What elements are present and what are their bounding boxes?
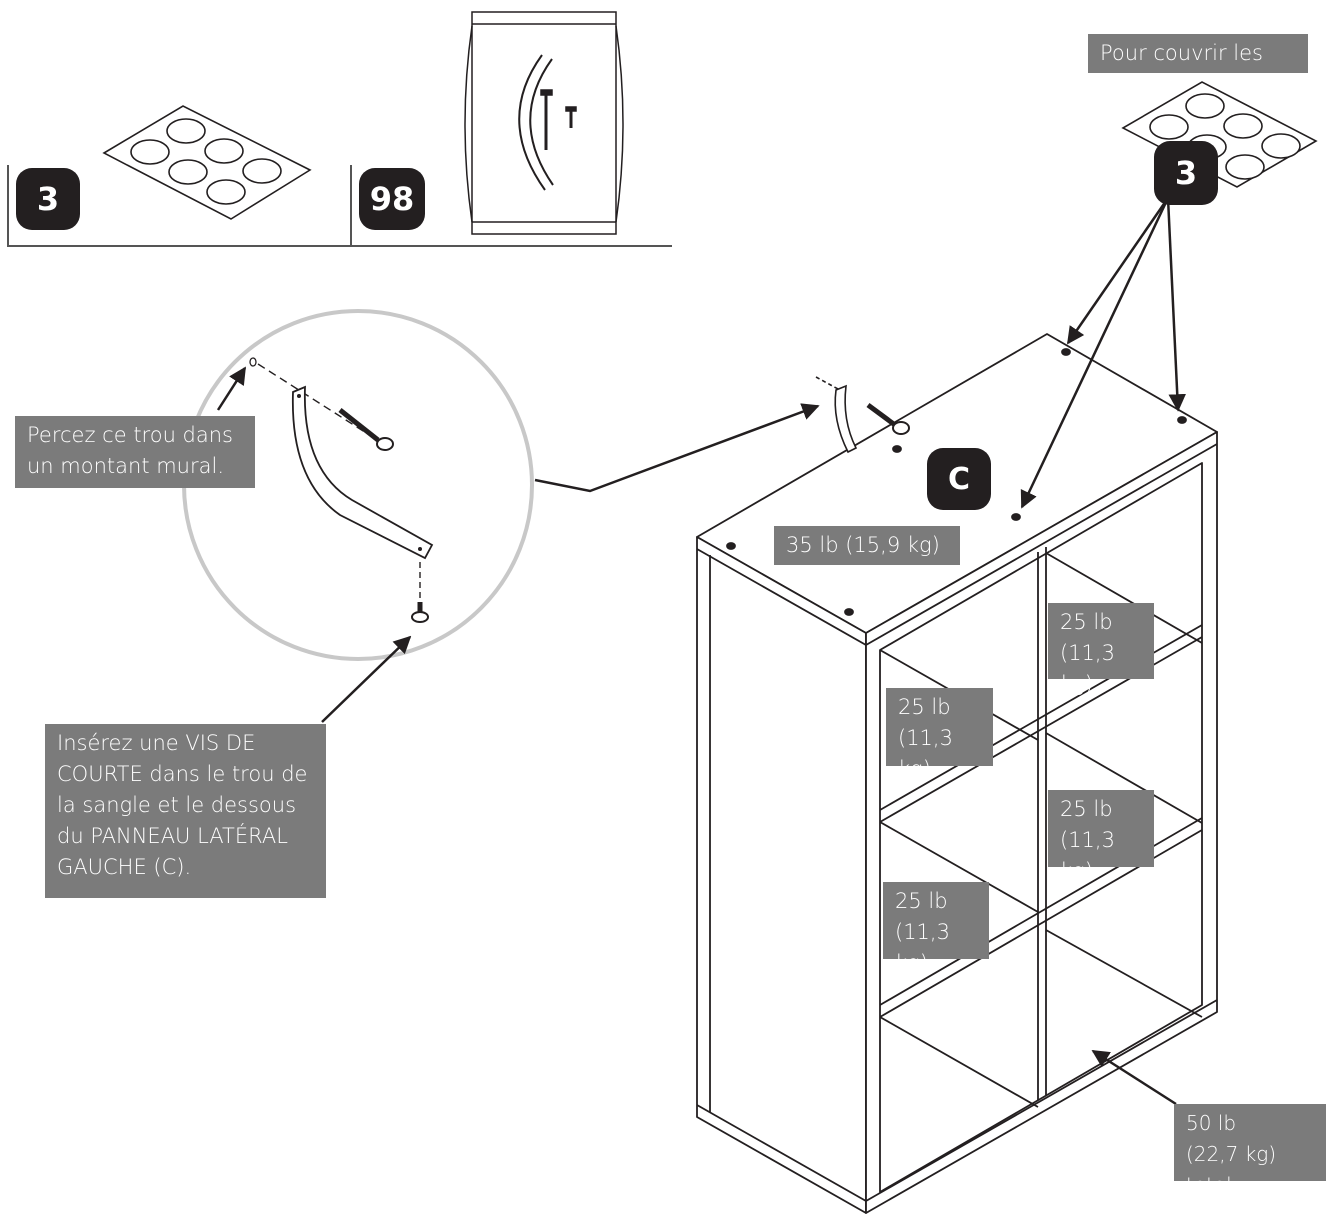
parts-list-frame (7, 165, 672, 247)
weight-shelf-left-lower: 25 lb (11,3 kg) (883, 882, 989, 975)
drill-hole-label: Percez ce trou dans un montant mural. (15, 416, 255, 488)
cover-badge: 3 (1154, 141, 1218, 205)
cover-arrows (1020, 197, 1186, 509)
weight-shelf-left-upper: 25 lb (11,3 kg) (886, 688, 993, 781)
part-count-covers: 3 (16, 168, 80, 230)
detail-circle (182, 309, 534, 661)
screw-cover-sheet-callout (1121, 81, 1318, 188)
part-count-hardware: 98 (359, 168, 425, 230)
screw-arrow (321, 635, 412, 723)
weight-shelf-right-upper: 25 lb (11,3 kg) (1048, 603, 1154, 696)
detail-connector (534, 403, 820, 493)
wall-strap-on-cabinet (815, 376, 910, 454)
insert-screw-label: Insérez une VIS DE COURTE dans le trou d… (45, 724, 326, 898)
panel-c-badge: C (927, 448, 991, 510)
cover-screws-label: Pour couvrir les vis (1088, 34, 1308, 96)
weight-total: 50 lb (22,7 kg) total (1174, 1104, 1326, 1197)
hardware-bag (464, 11, 624, 235)
weight-top: 35 lb (15,9 kg) (774, 526, 960, 565)
screw-cover-sheet (102, 105, 312, 220)
drill-arrow (216, 366, 247, 411)
total-arrow (1091, 1049, 1177, 1106)
weight-shelf-right-lower: 25 lb (11,3 kg) (1048, 790, 1154, 883)
